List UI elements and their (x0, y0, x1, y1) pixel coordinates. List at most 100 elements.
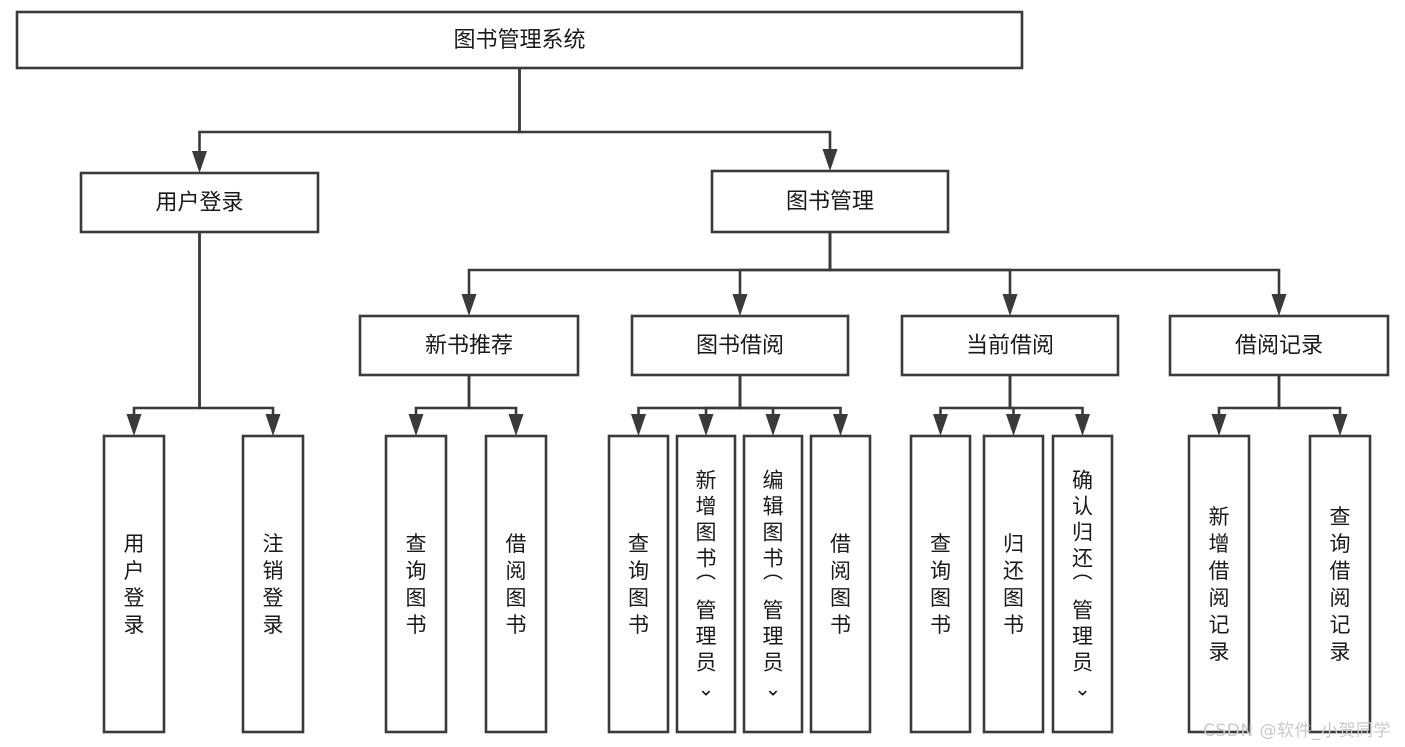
node-l2-3[interactable]: 借阅记录 (1168, 314, 1390, 377)
edge-path (467, 232, 832, 294)
node-label: 图书管理系统 (453, 28, 585, 53)
edge-arrowhead (833, 414, 848, 436)
node-leaf-4[interactable]: 查询图书 (607, 434, 670, 734)
edge-leaf-10 (1008, 375, 1090, 436)
node-label: 当前借阅 (966, 334, 1054, 359)
edge-arrowhead (822, 149, 838, 171)
edge-arrowhead (461, 294, 477, 316)
node-boxes-layer: 图书管理系统用户登录图书管理新书推荐图书借阅当前借阅借阅记录用户登录注销登录查询… (15, 10, 1390, 734)
edge-leaf-7 (738, 375, 848, 436)
node-label: 新增借阅记录 (1209, 505, 1230, 664)
node-box[interactable] (710, 169, 950, 234)
edge-arrowhead (1332, 414, 1348, 436)
node-box[interactable] (900, 314, 1120, 377)
node-leaf-5[interactable]: 新增图书⌒管理员⌄ (675, 434, 737, 734)
node-label: 图书借阅 (696, 334, 784, 359)
node-leaf-12[interactable]: 查询借阅记录 (1308, 434, 1372, 734)
node-label: 借阅记录 (1235, 334, 1323, 359)
node-l1-1[interactable]: 图书管理 (710, 169, 950, 234)
edge-path (132, 232, 201, 414)
node-box[interactable] (809, 434, 872, 734)
node-label: 新书推荐 (425, 334, 513, 359)
node-leaf-11[interactable]: 新增借阅记录 (1187, 434, 1251, 734)
edge-l1-to-l2-1 (732, 232, 832, 316)
node-box[interactable] (79, 171, 320, 234)
edge-arrowhead (1002, 294, 1018, 316)
edge-arrowhead (732, 294, 748, 316)
node-label: 借阅图书 (506, 532, 527, 637)
node-box[interactable] (241, 434, 305, 734)
edge-root-to-l1-1 (518, 68, 838, 171)
edge-arrowhead (265, 414, 281, 436)
edge-leaf-9 (1006, 375, 1021, 436)
edge-leaf-11 (1211, 375, 1281, 436)
node-l2-0[interactable]: 新书推荐 (358, 314, 580, 377)
node-box[interactable] (102, 434, 166, 734)
edge-leaf-8 (933, 375, 1012, 436)
node-leaf-3[interactable]: 借阅图书 (484, 434, 548, 734)
node-l2-1[interactable]: 图书借阅 (630, 314, 850, 377)
node-box[interactable] (358, 314, 580, 377)
node-label: 查询图书 (930, 532, 951, 637)
node-box[interactable] (675, 434, 737, 734)
node-leaf-2[interactable]: 查询图书 (384, 434, 448, 734)
node-box[interactable] (909, 434, 972, 734)
node-box[interactable] (384, 434, 448, 734)
connector-edges-layer (126, 68, 1348, 436)
edge-arrowhead (765, 414, 781, 436)
node-box[interactable] (1168, 314, 1390, 377)
watermark-label: CSDN @软件_小贺同学 (1203, 721, 1391, 741)
edge-arrowhead (1271, 294, 1287, 316)
edge-path (738, 375, 842, 414)
node-box[interactable] (1187, 434, 1251, 734)
node-box[interactable] (1051, 434, 1114, 734)
node-label: 借阅图书 (830, 532, 851, 637)
edge-path (704, 375, 742, 414)
node-leaf-8[interactable]: 查询图书 (909, 434, 972, 734)
node-leaf-10[interactable]: 确认归还⌒管理员⌄ (1051, 434, 1114, 734)
node-label: 查询借阅记录 (1330, 505, 1351, 664)
node-box[interactable] (1308, 434, 1372, 734)
edge-leaf-4 (631, 375, 742, 436)
edge-arrowhead (631, 414, 646, 436)
node-box[interactable] (484, 434, 548, 734)
edge-path (414, 375, 471, 414)
edge-l1-to-l2-0 (461, 232, 832, 316)
edge-leaf-5 (698, 375, 742, 436)
node-l2-2[interactable]: 当前借阅 (900, 314, 1120, 377)
edge-arrowhead (1075, 414, 1090, 436)
node-leaf-7[interactable]: 借阅图书 (809, 434, 872, 734)
edge-root-to-l1-0 (192, 68, 521, 173)
edge-arrowhead (408, 414, 424, 436)
edge-l1-to-l2-3 (828, 232, 1287, 316)
node-box[interactable] (15, 10, 1024, 70)
node-label: 注销登录 (263, 532, 284, 637)
node-box[interactable] (607, 434, 670, 734)
node-root-0[interactable]: 图书管理系统 (15, 10, 1024, 70)
edge-path (1277, 375, 1342, 414)
node-box[interactable] (982, 434, 1045, 734)
node-l1-0[interactable]: 用户登录 (79, 171, 320, 234)
node-label: 确认归还⌒管理员⌄ (1072, 468, 1093, 700)
edge-leaf-6 (738, 375, 781, 436)
edge-leaf-2 (408, 375, 471, 436)
edge-path (198, 68, 521, 151)
edge-path (518, 68, 832, 149)
node-label: 归还图书 (1003, 532, 1024, 637)
node-leaf-6[interactable]: 编辑图书⌒管理员⌄ (742, 434, 804, 734)
edge-leaf-0 (126, 232, 201, 436)
node-label: 用户登录 (124, 532, 145, 637)
edge-arrowhead (126, 414, 142, 436)
edge-path (1217, 375, 1281, 414)
node-label: 查询图书 (406, 532, 427, 637)
node-leaf-9[interactable]: 归还图书 (982, 434, 1045, 734)
edge-leaf-12 (1277, 375, 1348, 436)
node-leaf-0[interactable]: 用户登录 (102, 434, 166, 734)
edge-arrowhead (192, 151, 207, 173)
node-box[interactable] (630, 314, 850, 377)
node-leaf-1[interactable]: 注销登录 (241, 434, 305, 734)
node-box[interactable] (742, 434, 804, 734)
node-label: 编辑图书⌒管理员⌄ (763, 468, 784, 700)
